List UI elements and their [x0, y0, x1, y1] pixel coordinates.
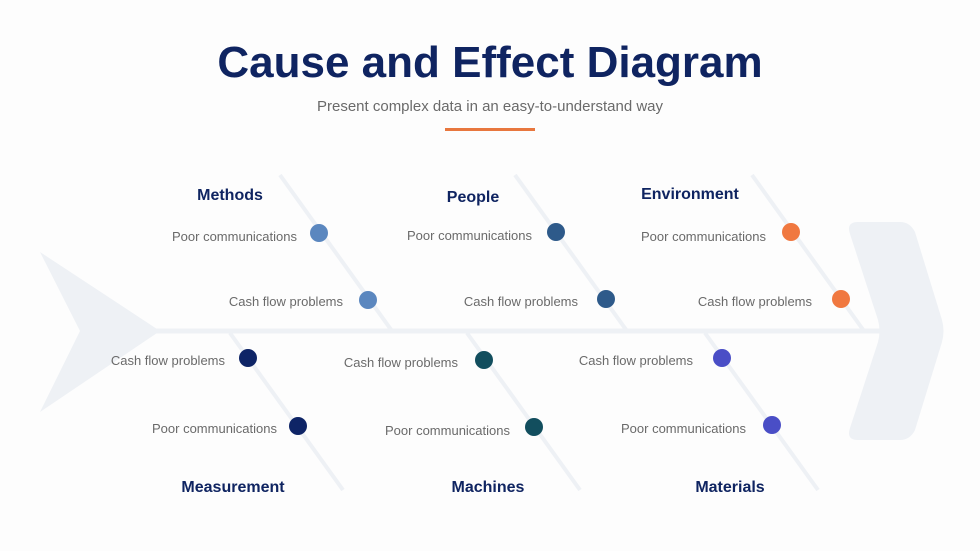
cause-dot: [475, 351, 493, 369]
cause-dot: [239, 349, 257, 367]
cause-dot: [310, 224, 328, 242]
cause-label: Cash flow problems: [579, 353, 694, 368]
fish-head: [849, 222, 944, 440]
cause-label: Poor communications: [621, 421, 746, 436]
cause-label: Poor communications: [385, 423, 510, 438]
category-materials: Materials: [695, 479, 764, 496]
cause-label: Cash flow problems: [111, 353, 226, 368]
title-underline: [445, 128, 535, 131]
cause-label: Cash flow problems: [344, 355, 459, 370]
cause-dot: [597, 290, 615, 308]
category-methods: Methods: [197, 187, 263, 204]
cause-dot: [832, 290, 850, 308]
cause-dot: [547, 223, 565, 241]
cause-dot: [359, 291, 377, 309]
cause-label: Poor communications: [641, 229, 766, 244]
category-environment: Environment: [641, 186, 739, 203]
cause-label: Poor communications: [407, 228, 532, 243]
cause-dot: [782, 223, 800, 241]
cause-dot: [289, 417, 307, 435]
cause-label: Cash flow problems: [229, 294, 344, 309]
fish-tail: [40, 252, 160, 412]
cause-label: Cash flow problems: [464, 294, 579, 309]
cause-dot: [525, 418, 543, 436]
page-title: Cause and Effect Diagram: [217, 38, 763, 87]
cause-dot: [763, 416, 781, 434]
category-people: People: [447, 189, 500, 206]
category-measurement: Measurement: [181, 479, 285, 496]
cause-label: Cash flow problems: [698, 294, 813, 309]
cause-label: Poor communications: [152, 421, 277, 436]
page-subtitle: Present complex data in an easy-to-under…: [316, 98, 664, 115]
cause-label: Poor communications: [172, 229, 297, 244]
category-machines: Machines: [452, 479, 525, 496]
cause-dot: [713, 349, 731, 367]
